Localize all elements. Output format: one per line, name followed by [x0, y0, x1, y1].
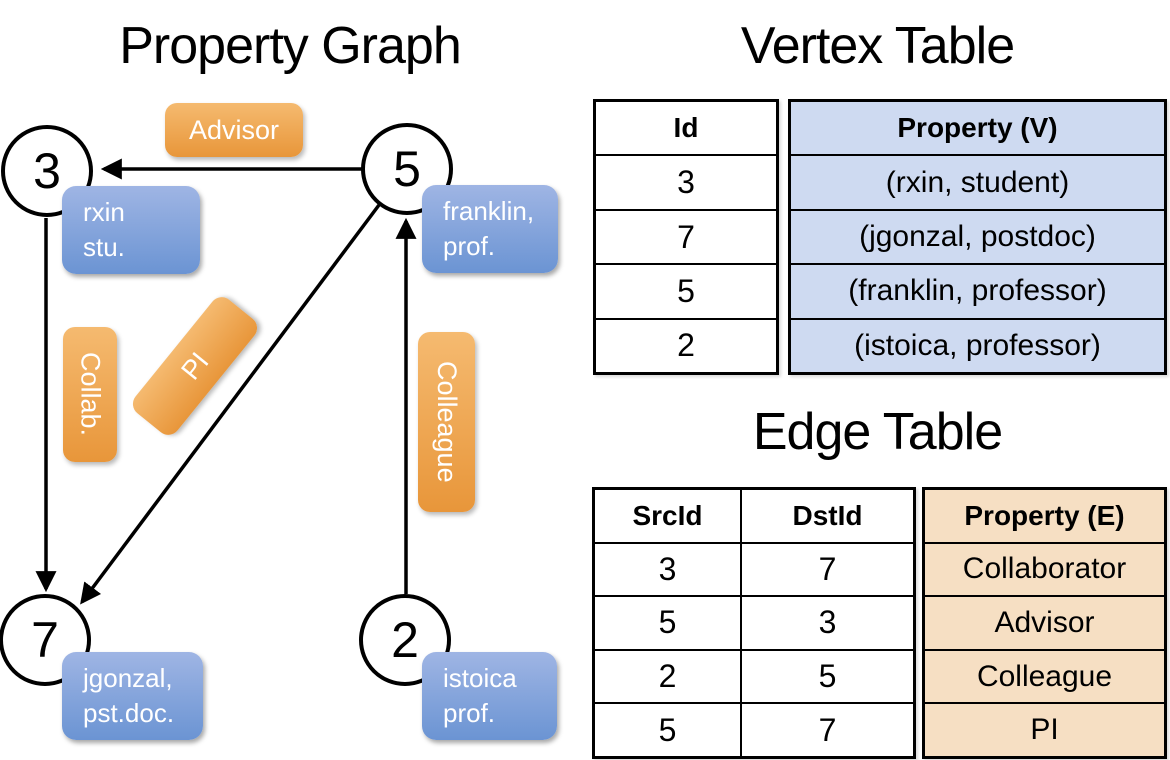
edge-label-advisor: Advisor	[165, 103, 303, 157]
vertex-property-line: pst.doc.	[83, 698, 175, 729]
table-row: 3 7	[595, 541, 913, 596]
table-row: (franklin, professor)	[791, 263, 1164, 317]
vertex-property-line: franklin,	[443, 196, 535, 226]
vertex-property-box-istoica: istoica prof.	[422, 652, 557, 740]
column-header-id: Id	[673, 112, 699, 144]
table-row: Id	[596, 102, 776, 154]
vertex-table-property-column: Property (V) (rxin, student) (jgonzal, p…	[788, 99, 1167, 375]
vertex-property-box-rxin: rxin stu.	[62, 186, 200, 274]
table-row: SrcId DstId	[595, 490, 913, 542]
vertex-id-cell: 5	[677, 272, 695, 309]
vertex-property-cell: (istoica, professor)	[854, 328, 1101, 362]
node-id-label: 5	[393, 141, 421, 197]
table-column-gap	[779, 99, 788, 375]
edge-dst-cell: 5	[818, 658, 837, 695]
vertex-id-cell: 2	[677, 327, 695, 364]
edge-src-cell: 5	[595, 597, 742, 649]
vertex-table: Id 3 7 5 2 Property (V) (rxin, student) …	[593, 99, 1167, 375]
node-id-label: 2	[391, 612, 419, 668]
table-row: (jgonzal, postdoc)	[791, 208, 1164, 263]
table-row: Property (E)	[925, 490, 1164, 542]
edge-src-cell: 5	[595, 704, 742, 756]
table-row: 5 7	[595, 702, 913, 756]
table-row: Collaborator	[925, 541, 1164, 596]
table-row: 7	[596, 208, 776, 263]
edge-table-title: Edge Table	[752, 403, 1003, 461]
vertex-table-id-column: Id 3 7 5 2	[593, 99, 779, 375]
edge-label-colleague: Colleague	[418, 332, 475, 512]
vertex-property-cell: (jgonzal, postdoc)	[859, 220, 1096, 254]
vertex-property-line: prof.	[443, 698, 496, 729]
vertex-property-box-franklin: franklin, prof.	[422, 185, 558, 273]
table-row: 3	[596, 154, 776, 208]
edge-table: SrcId DstId 3 7 5 3 2 5 5 7 Property (E)	[592, 487, 1167, 759]
vertex-property-line: prof.	[443, 231, 496, 262]
vertex-property-line: rxin	[83, 197, 125, 227]
vertex-property-line: istoica	[443, 663, 517, 693]
vertex-id-cell: 7	[677, 218, 695, 255]
edge-src-cell: 3	[595, 543, 742, 596]
edge-src-cell: 2	[595, 650, 742, 703]
edge-table-property-column: Property (E) Collaborator Advisor Collea…	[922, 487, 1167, 759]
edge-property-cell: Collaborator	[962, 552, 1127, 586]
table-row: (rxin, student)	[791, 154, 1164, 208]
graph-node-5: 5	[361, 123, 453, 215]
column-header-property-e: Property (E)	[964, 499, 1125, 531]
table-row: Property (V)	[791, 102, 1164, 154]
graph-node-3: 3	[1, 125, 93, 217]
vertex-property-cell: (franklin, professor)	[848, 274, 1107, 308]
table-row: 5 3	[595, 595, 913, 649]
edge-label-collab: Collab.	[63, 327, 117, 462]
property-graph-title: Property Graph	[119, 17, 462, 75]
table-row: Advisor	[925, 595, 1164, 649]
table-row: PI	[925, 702, 1164, 756]
vertex-property-line: stu.	[83, 232, 125, 263]
table-row: 5	[596, 263, 776, 317]
table-row: (istoica, professor)	[791, 317, 1164, 372]
edge-dst-cell: 7	[818, 711, 837, 748]
vertex-property-box-jgonzal: jgonzal, pst.doc.	[62, 652, 203, 740]
node-id-label: 7	[31, 612, 59, 668]
column-header-dstid: DstId	[792, 499, 863, 531]
edge-dst-cell: 7	[818, 550, 837, 587]
table-row: 2 5	[595, 648, 913, 703]
column-header-srcid: SrcId	[595, 490, 742, 542]
edge-dst-cell: 3	[818, 604, 837, 641]
column-header-property-v: Property (V)	[897, 112, 1058, 144]
edge-property-cell: Advisor	[994, 605, 1095, 639]
vertex-property-line: jgonzal,	[83, 663, 173, 693]
node-id-label: 3	[33, 143, 61, 199]
edge-label-pi: PI	[128, 292, 262, 440]
edge-table-src-dst-columns: SrcId DstId 3 7 5 3 2 5 5 7	[592, 487, 916, 759]
table-row: Colleague	[925, 648, 1164, 703]
vertex-table-title: Vertex Table	[740, 17, 1015, 75]
edge-property-cell: Colleague	[976, 659, 1113, 693]
edge-property-cell: PI	[1030, 713, 1059, 747]
vertex-id-cell: 3	[677, 164, 695, 201]
table-row: 2	[596, 317, 776, 372]
vertex-property-cell: (rxin, student)	[885, 165, 1070, 199]
